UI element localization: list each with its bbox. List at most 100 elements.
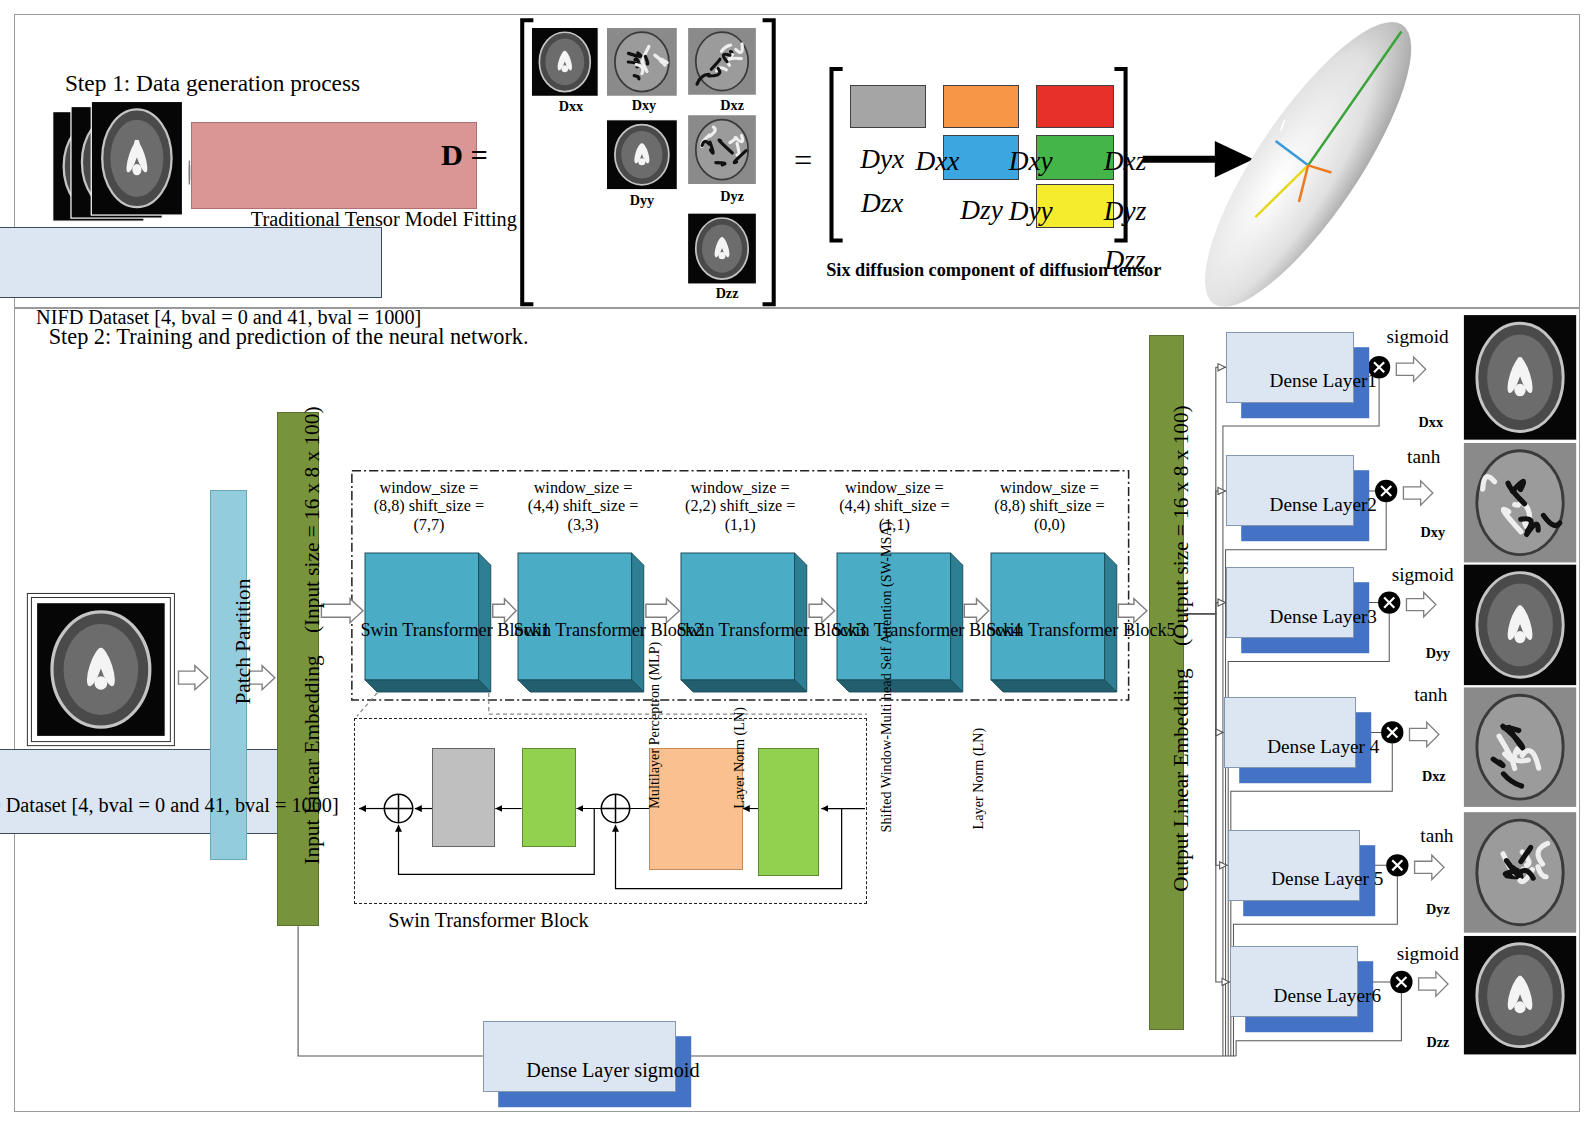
brain-image: [716, 163, 725, 165]
multiply-symbol: [1403, 481, 1432, 505]
window-setting: window_size = (8,8) shift_size = (7,7): [362, 479, 496, 535]
embedding-bar: Input Linear Embedding(Input size = 16 x…: [277, 412, 320, 926]
node-text: Dense Layer6: [1274, 985, 1381, 1007]
activation-label: sigmoid: [1392, 564, 1454, 586]
dense-layer: Dense Layer sigmoid: [483, 1021, 676, 1092]
component-label: Dxx: [559, 98, 583, 114]
brain-image: [721, 45, 730, 51]
window-setting: window_size = (4,4) shift_size = (1,1): [827, 479, 961, 535]
window-setting: window_size = (8,8) shift_size = (0,0): [983, 479, 1117, 535]
swin-block: Swin Transformer Block4: [837, 553, 963, 692]
connector-line: [495, 808, 521, 809]
brain-image: [1514, 384, 1525, 397]
block-3d: [681, 553, 795, 680]
brain-image: [639, 142, 652, 164]
brain-image: [1514, 1001, 1525, 1013]
multiply-symbol: [1378, 591, 1400, 613]
node-text: NIFD Dataset [4, bval = 0 and 41, bval =…: [0, 794, 339, 817]
figure-group: [27, 0, 1576, 1056]
node-text: Dense Layer1: [1270, 370, 1377, 392]
block-3d: [518, 553, 632, 680]
brain-image: [736, 44, 743, 52]
swin-block: Swin Transformer Block1: [365, 553, 491, 692]
panel-heading: Step 2: Training and prediction of the n…: [49, 324, 529, 350]
multiply-symbol: [1396, 977, 1406, 987]
brain-image: [1463, 935, 1577, 1055]
brain-image: [737, 143, 739, 155]
activation-label: tanh: [1420, 825, 1453, 847]
brain-image: [1522, 750, 1539, 768]
rotated-text-group: Output Linear Embedding(Output size = 16…: [1154, 439, 1178, 925]
block-3d: [365, 680, 491, 692]
brain-image: [37, 603, 166, 737]
brain-image: [1508, 483, 1525, 504]
tensor-ellipsoid: [1299, 165, 1331, 202]
window-setting: window_size = (4,4) shift_size = (3,3): [516, 479, 650, 535]
output-label: Dxy: [1421, 524, 1445, 540]
image-stack: [27, 593, 174, 745]
brain-image: [710, 142, 713, 153]
output-label: Dxz: [1422, 768, 1446, 784]
sum-symbol: [384, 794, 412, 822]
multiply-symbol: [1384, 598, 1394, 608]
tensor-ellipsoid: [1172, 0, 1444, 332]
brain-image: [1463, 687, 1577, 808]
node-text: Swin Transformer Block2: [514, 620, 704, 641]
brain-image: [1463, 687, 1577, 808]
flow-arrow: [321, 599, 363, 623]
brain-image: [702, 224, 742, 272]
dense-layer: Dense Layer 5: [1228, 830, 1360, 901]
brain-image: [1463, 442, 1577, 563]
brain-image: [1514, 631, 1525, 643]
sum-symbol: [384, 794, 412, 822]
node-text: Dense Layer 5: [1271, 868, 1383, 890]
gate-wiring: [664, 1056, 1236, 1057]
rotated-text-group: Input Linear Embedding(Input size = 16 x…: [286, 440, 310, 898]
brain-image: [1521, 847, 1531, 861]
brain-image: [110, 120, 163, 197]
multiply-symbol: [1396, 357, 1425, 381]
brain-image: [711, 59, 720, 69]
brain-image: [688, 115, 757, 185]
node-text: Input Linear Embedding: [300, 655, 324, 864]
process-box: Traditional Tensor Model Fitting: [191, 122, 477, 209]
dense-layer: Dense Layer1: [1226, 332, 1353, 403]
brain-image: [94, 676, 107, 689]
panel-heading: Step 1: Data generation process: [65, 70, 360, 97]
brain-image: [688, 213, 757, 284]
attention-box: Shifted Window-Multi head Self Attention…: [649, 748, 742, 870]
multiply-symbol: [1390, 971, 1448, 996]
flow-arrow: [1118, 599, 1146, 623]
tensor-cell: Dxx: [850, 85, 926, 128]
brain-image: [702, 141, 709, 145]
node-text: Layer Norm (LN): [730, 707, 746, 809]
matrix-bracket: [763, 20, 774, 304]
result-arrow: [1143, 141, 1254, 178]
brain-image: [702, 135, 710, 146]
tensor-entry: Dzy: [960, 195, 1003, 226]
dataset-box: NIFD Dataset [4, bval = 0 and 41, bval =…: [0, 227, 382, 298]
component-label: Dxz: [720, 97, 744, 113]
brain-image: [697, 74, 709, 84]
tensor-entry: Dzx: [861, 188, 904, 219]
node-text: Dxy: [1009, 146, 1053, 177]
step-panel: Step 2: Training and prediction of the n…: [14, 308, 1580, 1111]
brain-image: [1477, 573, 1563, 678]
block-face: Swin Transformer Block5: [991, 553, 1105, 680]
brain-image: [634, 76, 639, 79]
block-face: Swin Transformer Block1: [365, 553, 479, 680]
norm-box: Layer Norm (LN): [522, 748, 577, 846]
tensor-entry: Dyx: [860, 144, 904, 175]
brain-image: [710, 127, 715, 136]
multiply-symbol: [1375, 480, 1433, 505]
brain-image: [1477, 323, 1563, 431]
brain-image: [655, 55, 665, 65]
output-label: Dyz: [1426, 901, 1450, 917]
brain-image: [696, 32, 748, 90]
output-label: Dxx: [1419, 414, 1443, 430]
node-text: Output Linear Embedding: [1169, 669, 1193, 892]
brain-image: [1477, 695, 1563, 799]
node-text: Traditional Tensor Model Fitting: [251, 208, 517, 231]
dense-layer: Dense Layer 4: [1224, 697, 1356, 768]
brain-image: [1463, 442, 1577, 563]
